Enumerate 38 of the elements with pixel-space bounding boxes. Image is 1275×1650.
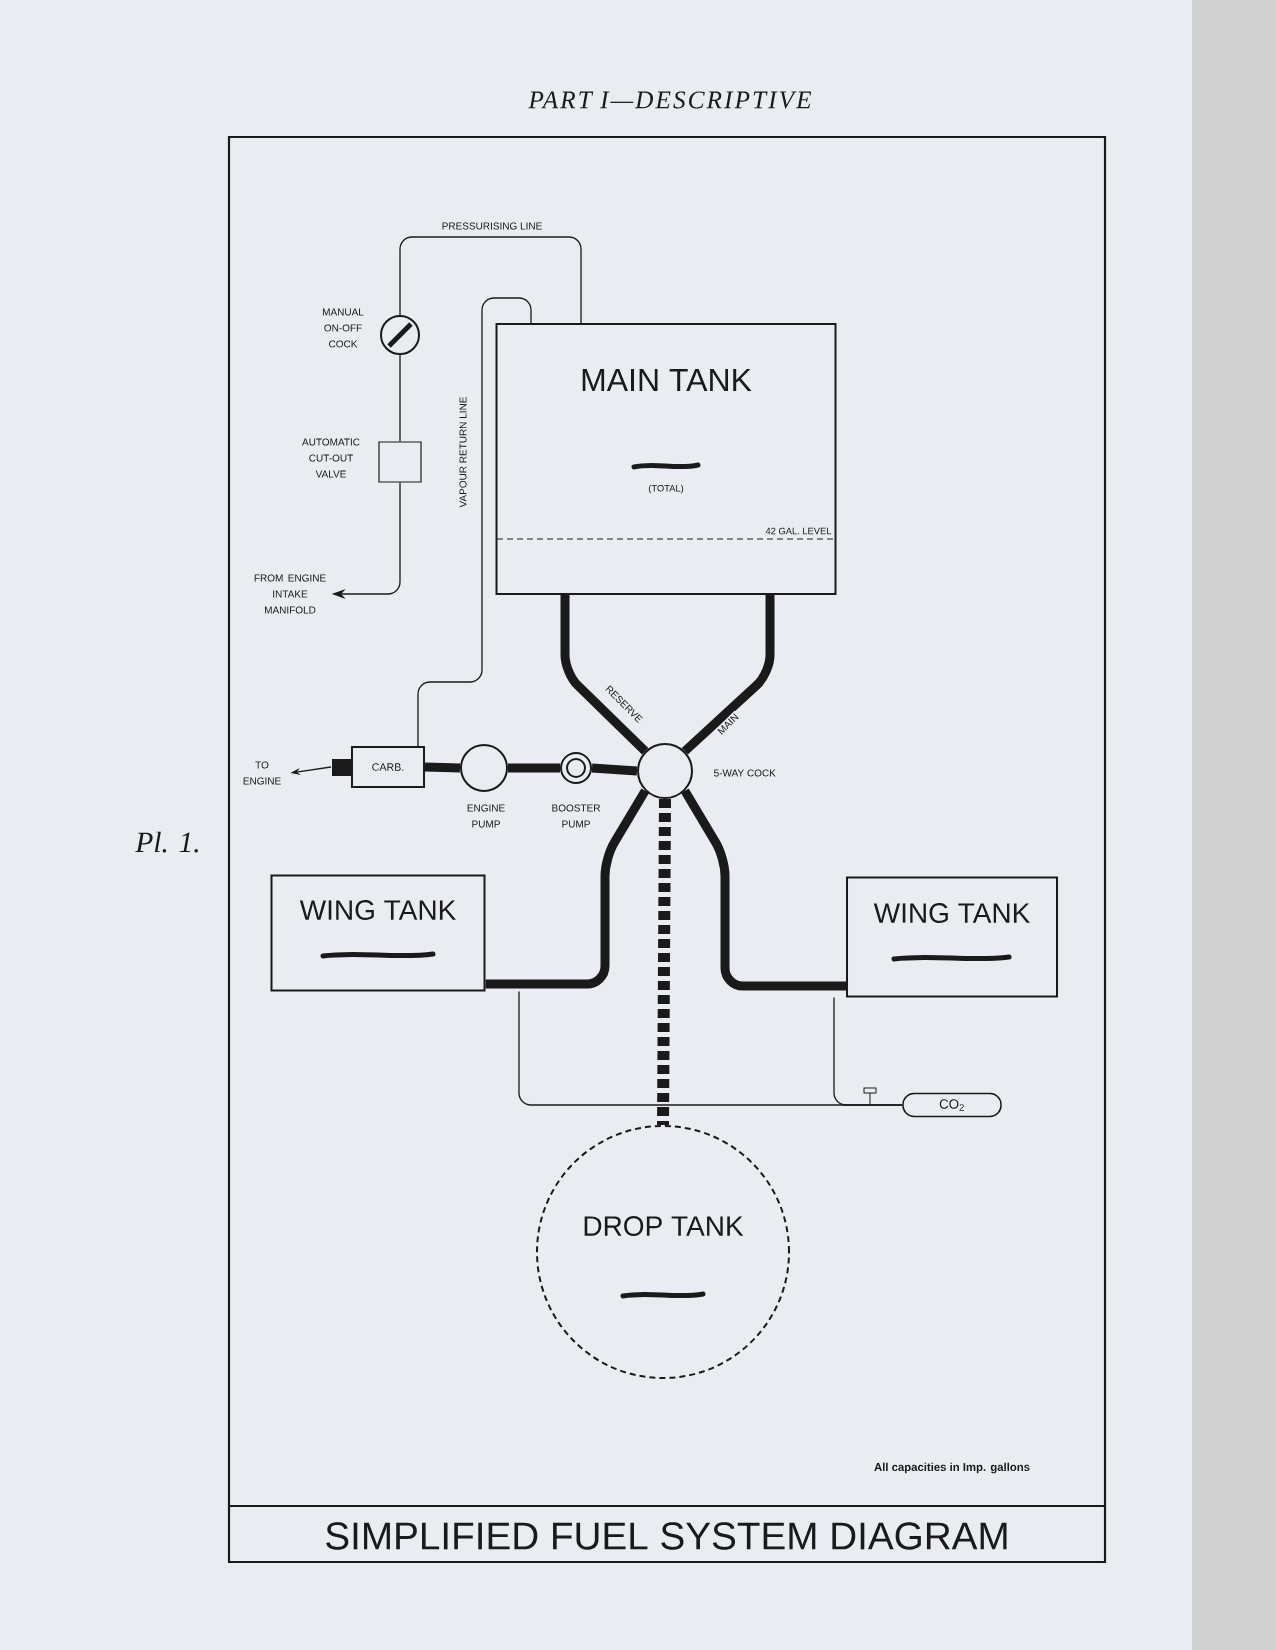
flow-label: TO ENGINE [243, 761, 281, 785]
fuel-pipe [508, 763, 560, 773]
fuel-pipe [424, 762, 461, 773]
tank-label: WING TANK [873, 903, 1030, 923]
handwritten-note: Pl. 1. [135, 831, 198, 853]
flow-label: FROM ENGINE INTAKE MANIFOLD [254, 574, 326, 614]
fuel-pipe [560, 595, 649, 755]
pump-symbol [460, 744, 508, 792]
fuel-pipe [591, 763, 638, 776]
tank-label: CARB. [372, 763, 404, 771]
valve-box [378, 441, 422, 483]
part-label: 5-WAY COCK [714, 769, 776, 777]
tank-label: 42 GAL. LEVEL [765, 527, 832, 535]
edge-label: VAPOUR RETURN LINE [458, 395, 468, 509]
tank-label: (TOTAL) [648, 484, 684, 494]
tank-label: DROP TANK [584, 1216, 744, 1236]
cock-symbol [380, 315, 420, 355]
fuel-pipe [680, 788, 846, 991]
page-header: PART I—DESCRIPTIVE [528, 91, 812, 109]
pipe-line [399, 354, 401, 443]
fuel-pipe [657, 798, 671, 1126]
edge-label: PRESSURISING LINE [440, 221, 544, 231]
cock-symbol [637, 743, 693, 799]
tank-label: WING TANK [299, 900, 456, 920]
pump-symbol [560, 752, 592, 784]
note-text: All capacities in Imp. gallons [874, 1462, 1030, 1474]
part-label: MANUAL ON-OFF COCK [323, 308, 364, 348]
tank-label: MAIN TANK [582, 369, 752, 391]
fuel-pipe [485, 788, 650, 989]
diagram-title: SIMPLIFIED FUEL SYSTEM DIAGRAM [326, 1522, 1007, 1550]
pipe-line [417, 297, 532, 747]
part-label: ENGINE PUMP [467, 804, 505, 828]
part-label: BOOSTER PUMP [552, 804, 600, 828]
part-label: AUTOMATIC CUT-OUT VALVE [302, 438, 360, 478]
tank-label: CO$_{2}$ [939, 1099, 964, 1111]
pipe-line [399, 236, 582, 324]
pipe-line [833, 996, 903, 1106]
fuel-pipe [681, 595, 775, 755]
